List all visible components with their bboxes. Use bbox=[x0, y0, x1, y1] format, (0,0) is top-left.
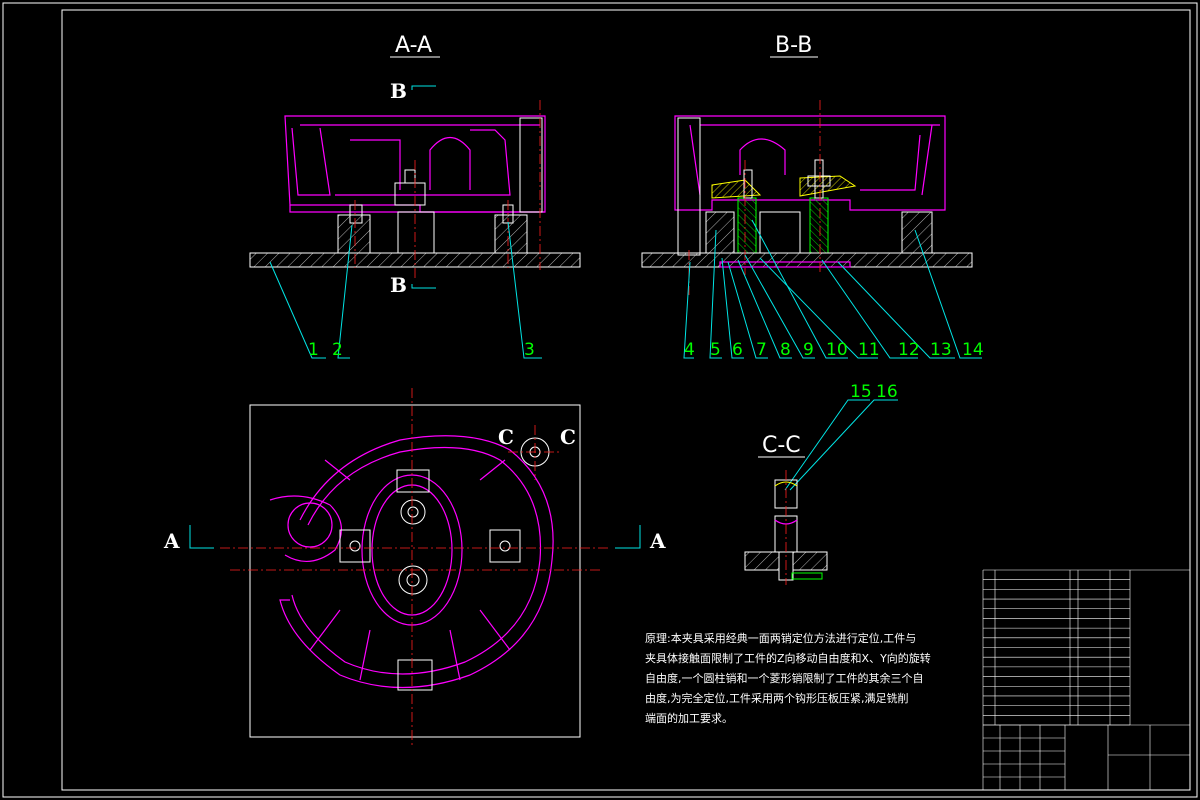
leader-label-8: 8 bbox=[780, 340, 791, 360]
leader-label-1: 1 bbox=[308, 340, 319, 360]
note-line-3: 自由度,一个圆柱销和一个菱形销限制了工件的其余三个自 bbox=[645, 671, 924, 685]
note-line-5: 端面的加工要求。 bbox=[645, 711, 733, 725]
cut-a-right-label: A bbox=[649, 529, 666, 553]
leader-label-12: 12 bbox=[898, 340, 920, 360]
leader-label-4: 4 bbox=[684, 340, 695, 360]
leader-label-3: 3 bbox=[524, 340, 535, 360]
leader-label-14: 14 bbox=[962, 340, 984, 360]
leader-label-7: 7 bbox=[756, 340, 767, 360]
principle-note: 原理:本夹具采用经典一面两销定位方法进行定位,工件与 夹具体接触面限制了工件的Z… bbox=[645, 631, 931, 725]
parts-list-table bbox=[982, 569, 1191, 791]
section-bb-view: B-B bbox=[641, 33, 984, 360]
leader-label-5: 5 bbox=[710, 340, 721, 360]
section-aa-title: A-A bbox=[395, 33, 432, 58]
cut-c-right-label: C bbox=[560, 425, 576, 449]
leader-label-16: 16 bbox=[876, 382, 898, 402]
leader-label-9: 9 bbox=[803, 340, 814, 360]
bb-base-plate bbox=[641, 252, 973, 268]
inner-frame bbox=[61, 9, 1191, 791]
note-line-1: 原理:本夹具采用经典一面两销定位方法进行定位,工件与 bbox=[645, 631, 916, 645]
leader-label-2: 2 bbox=[332, 340, 343, 360]
plan-view: A A C C bbox=[163, 388, 666, 745]
note-line-2: 夹具体接触面限制了工件的Z向移动自由度和X、Y向的旋转 bbox=[645, 651, 931, 665]
section-aa-view: A-A B B 1 2 3 bbox=[249, 33, 581, 360]
leader-label-15: 15 bbox=[850, 382, 872, 402]
section-cc-title: C-C bbox=[762, 433, 801, 458]
plan-base-plate bbox=[249, 404, 581, 738]
cut-a-left-label: A bbox=[163, 529, 180, 553]
cut-b-top-label: B bbox=[390, 79, 407, 103]
section-cc-view: C-C 15 16 bbox=[744, 382, 898, 585]
leader-label-6: 6 bbox=[732, 340, 743, 360]
leader-label-13: 13 bbox=[930, 340, 952, 360]
section-bb-title: B-B bbox=[775, 33, 812, 58]
cut-b-bottom-label: B bbox=[390, 273, 407, 297]
leader-label-10: 10 bbox=[826, 340, 848, 360]
leader-label-11: 11 bbox=[858, 340, 880, 360]
cut-c-left-label: C bbox=[498, 425, 514, 449]
note-line-4: 由度,为完全定位,工件采用两个钩形压板压紧,满足铣削 bbox=[645, 691, 909, 705]
